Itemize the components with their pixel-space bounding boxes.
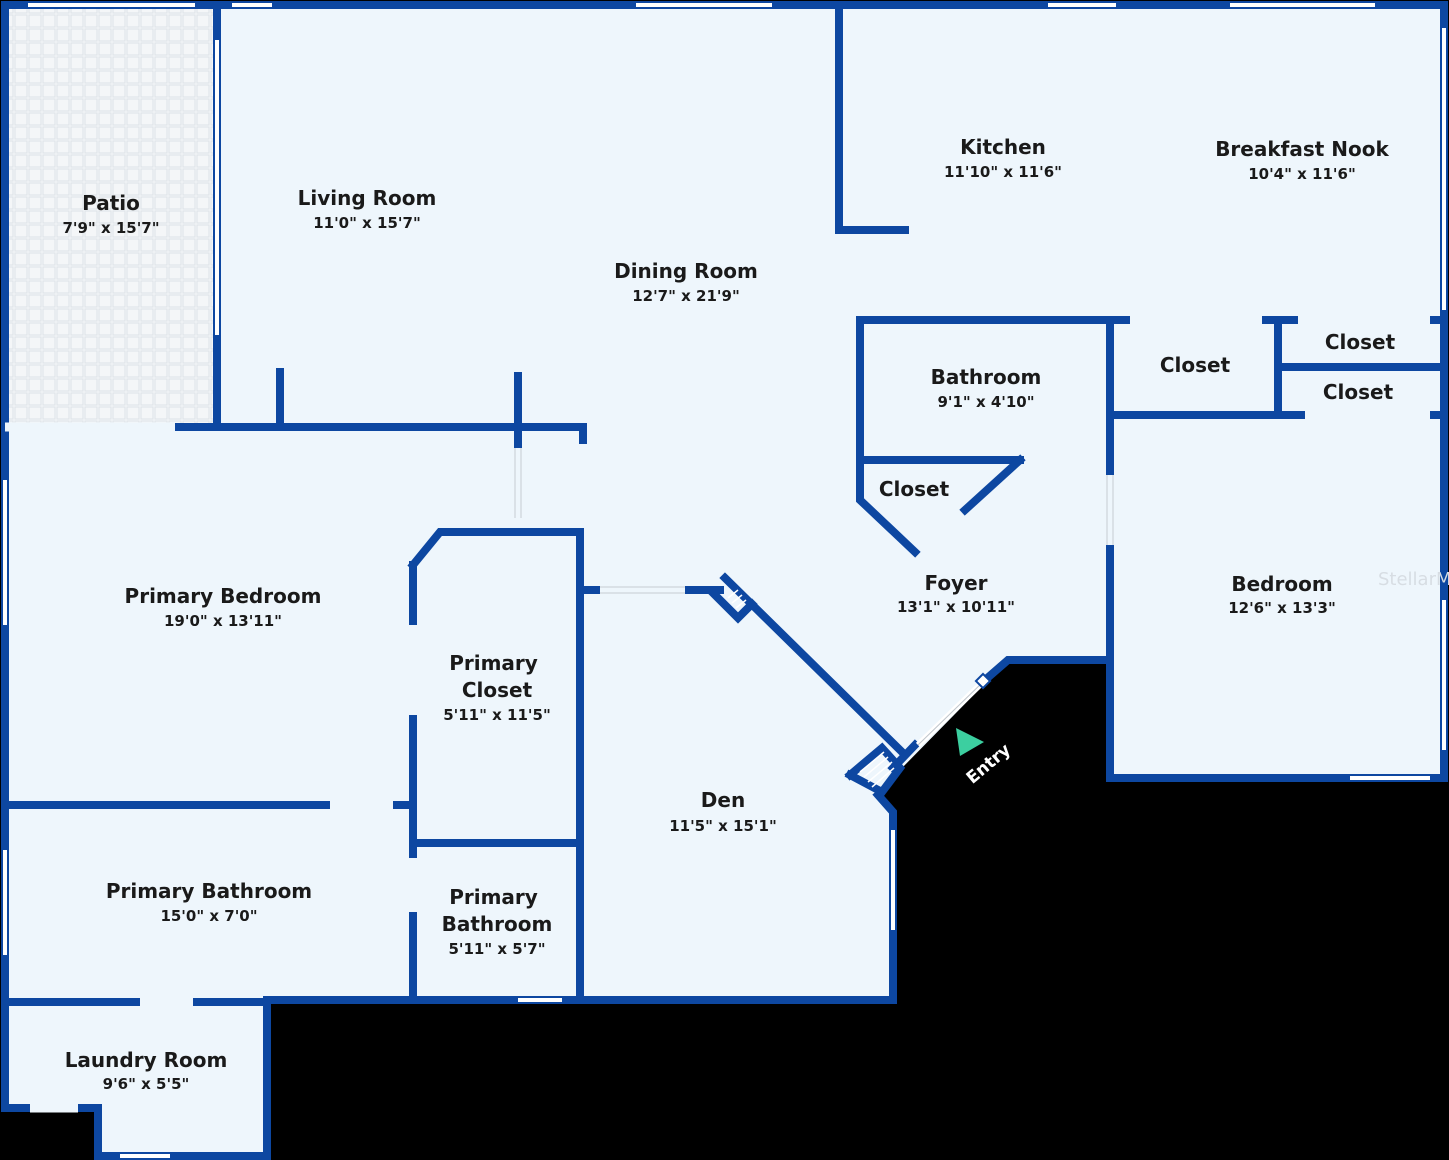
laundry-floor [5, 1000, 267, 1110]
room-name-bedroom: Bedroom [1231, 572, 1332, 596]
opening-edges [514, 448, 1114, 594]
openings [5, 315, 1430, 1113]
room-dims-dining-room: 12'7" x 21'9" [632, 287, 740, 305]
room-dims-primary-bathroom-small: 5'11" x 5'7" [448, 940, 545, 958]
patio-floor [5, 5, 217, 425]
room-dims-primary-bathroom: 15'0" x 7'0" [160, 907, 257, 925]
room-dims-bedroom: 12'6" x 13'3" [1228, 599, 1336, 617]
room-dims-den: 11'5" x 15'1" [669, 817, 777, 835]
room-labels: Patio 7'9" x 15'7" Living Room 11'0" x 1… [62, 135, 1395, 1093]
room-dims-kitchen: 11'10" x 11'6" [944, 163, 1062, 181]
room-name-primary-bathroom: Primary Bathroom [106, 879, 312, 903]
entry-arrow-icon [956, 728, 984, 756]
room-name-foyer: Foyer [924, 571, 987, 595]
windows [3, 3, 1446, 1158]
room-name-closet: Closet [1323, 380, 1394, 404]
room-name-kitchen: Kitchen [960, 135, 1046, 159]
room-name-patio: Patio [82, 191, 140, 215]
room-name-primary-closet: Primary Closet [449, 651, 545, 702]
room-dims-bathroom: 9'1" x 4'10" [937, 393, 1034, 411]
main-floor [5, 5, 1444, 1000]
laundry-floor-lower [98, 1105, 267, 1160]
room-dims-breakfast-nook: 10'4" x 11'6" [1248, 165, 1356, 183]
floor-areas [5, 5, 1444, 1160]
room-name-closet: Closet [1160, 353, 1231, 377]
room-dims-foyer: 13'1" x 10'11" [897, 598, 1015, 616]
room-dims-patio: 7'9" x 15'7" [62, 219, 159, 237]
room-name-closet: Closet [879, 477, 950, 501]
watermark: StellarM [1378, 569, 1449, 590]
room-dims-living-room: 11'0" x 15'7" [313, 214, 421, 232]
room-name-primary-bedroom: Primary Bedroom [125, 584, 322, 608]
entry-door[interactable] [915, 672, 992, 748]
room-name-laundry-room: Laundry Room [65, 1048, 228, 1072]
room-name-dining-room: Dining Room [614, 259, 758, 283]
room-name-den: Den [701, 788, 745, 812]
room-name-breakfast-nook: Breakfast Nook [1215, 137, 1389, 161]
room-name-primary-bathroom-small: Primary Bathroom [442, 885, 553, 936]
room-name-living-room: Living Room [298, 186, 437, 210]
room-dims-primary-closet: 5'11" x 11'5" [443, 706, 551, 724]
room-dims-laundry-room: 9'6" x 5'5" [103, 1075, 190, 1093]
room-dims-primary-bedroom: 19'0" x 13'11" [164, 612, 282, 630]
stairs-icon [727, 589, 895, 788]
room-name-bathroom: Bathroom [931, 365, 1042, 389]
room-name-closet: Closet [1325, 330, 1396, 354]
